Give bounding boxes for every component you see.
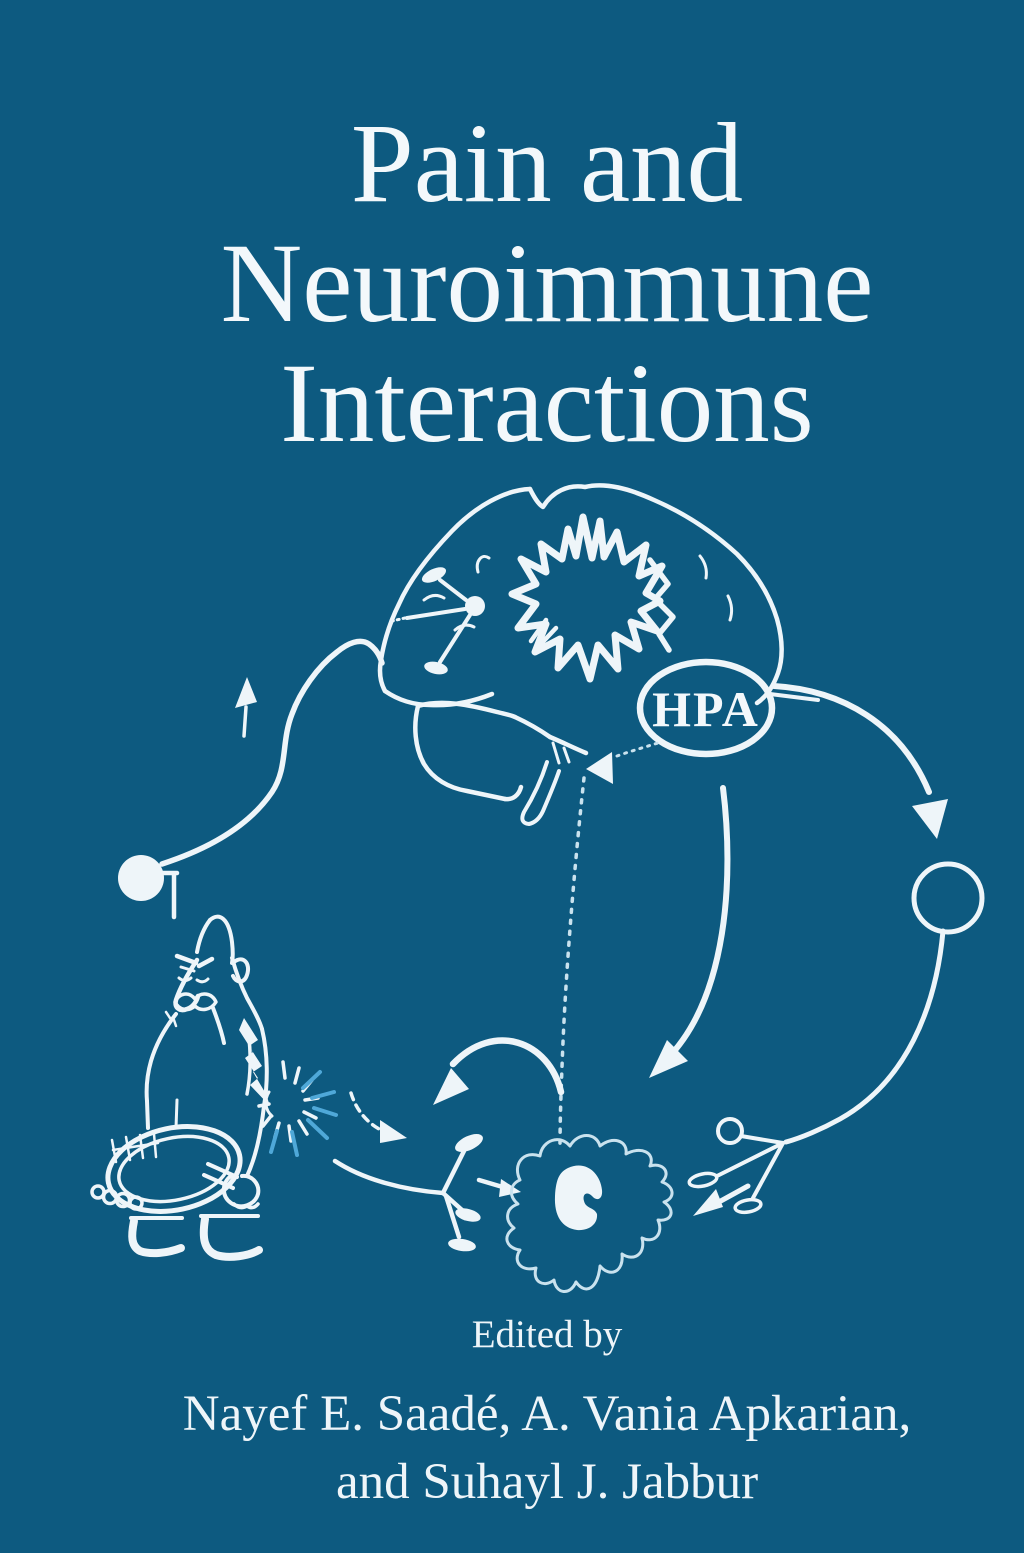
title-line-3: Interactions: [280, 341, 814, 466]
title-line-2: Neuroimmune: [220, 221, 874, 346]
arrow-hpa-to-immune-cell: [649, 785, 731, 1078]
hormone-node-circle-icon: [783, 861, 985, 1145]
right-nerve-terminal-icon: [687, 1117, 785, 1216]
lightning-bolt-icon: [239, 1018, 270, 1106]
dashed-afferent-pathway-icon: [558, 741, 660, 1150]
pain-starburst-icon: [508, 513, 676, 683]
peripheral-nerve-icon: [118, 638, 385, 920]
arrow-hpa-to-circle: [771, 683, 948, 839]
pain-burst-icon: [257, 1060, 338, 1157]
brain-icon: [377, 483, 784, 826]
left-nerve-terminal-icon: [332, 1134, 521, 1252]
shoes-icon: [128, 1214, 263, 1261]
tennis-racket-icon: [90, 1124, 263, 1261]
edited-by-label: Edited by: [471, 1313, 623, 1356]
hpa-label: HPA: [652, 681, 760, 737]
pain-rays-icon: [269, 1070, 338, 1157]
editor-names-line-1: Nayef E. Saadé, A. Vania Apkarian,: [182, 1386, 912, 1442]
brain-neuron-icon: [386, 567, 485, 675]
dome-arrow: [433, 1037, 565, 1105]
immune-cell-icon: [505, 1134, 674, 1293]
hpa-oval-icon: HPA: [636, 658, 820, 758]
editor-names-line-2: and Suhayl J. Jabbur: [335, 1454, 759, 1510]
dashed-pain-signal-arrow: [349, 1091, 407, 1143]
book-title: Pain and Neuroimmune Interactions: [70, 104, 1024, 464]
editors-block: Edited by Nayef E. Saadé, A. Vania Apkar…: [70, 1312, 1024, 1516]
title-line-1: Pain and: [350, 101, 744, 226]
